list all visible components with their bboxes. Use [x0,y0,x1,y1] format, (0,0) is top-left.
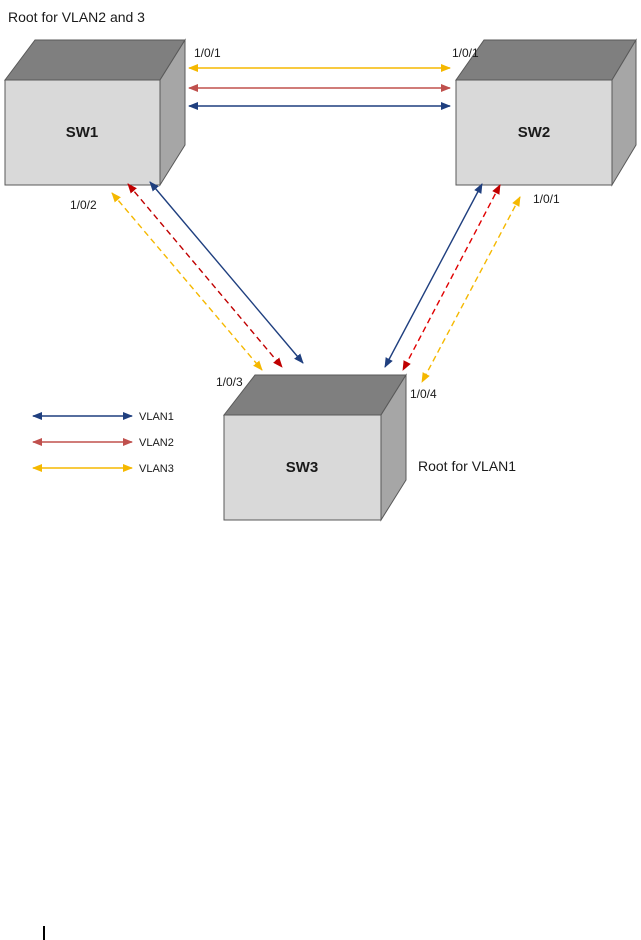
port-sw2-to-sw1: 1/0/1 [452,46,479,60]
port-sw3-to-sw1: 1/0/3 [216,375,243,389]
sw2-label: SW2 [518,124,551,141]
port-sw1-to-sw2: 1/0/1 [194,46,221,60]
sw3-label: SW3 [286,459,319,476]
legend: VLAN1 VLAN2 VLAN3 [32,411,174,475]
page-edge-marker [43,926,45,940]
legend-vlan3-label: VLAN3 [139,463,174,475]
link-sw2-sw3-vlan1 [384,183,483,368]
legend-vlan2-label: VLAN2 [139,437,174,449]
port-sw2-to-sw3: 1/0/1 [533,192,560,206]
link-sw2-sw3-vlan2 [402,184,501,371]
link-sw1-sw3-vlan2 [127,183,283,368]
link-sw2-sw3-vlan3 [421,196,521,383]
root-vlan2-3-label: Root for VLAN2 and 3 [8,9,145,25]
switch-sw1: SW1 [4,38,186,187]
link-sw1-sw3-vlan3 [111,192,263,371]
root-vlan1-label: Root for VLAN1 [418,458,516,474]
legend-vlan1-label: VLAN1 [139,411,174,423]
switch-sw2: SW2 [455,38,637,187]
link-sw1-sw3-vlan1 [149,181,304,364]
port-sw3-to-sw2: 1/0/4 [410,387,437,401]
switch-sw3: SW3 [222,373,407,522]
port-sw1-to-sw3: 1/0/2 [70,198,97,212]
sw1-label: SW1 [66,124,99,141]
